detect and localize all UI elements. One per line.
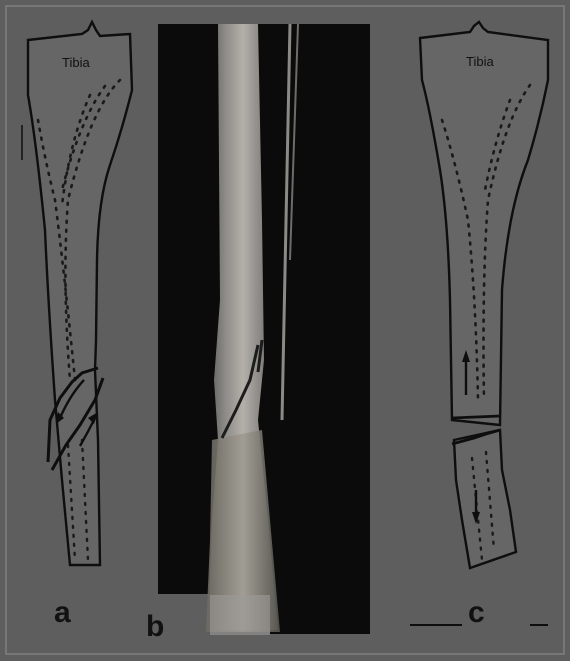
- panel-label-c: c: [468, 596, 485, 629]
- bone-label-c: Tibia: [466, 54, 494, 69]
- panel-b: b: [146, 24, 370, 643]
- xray-lower-strip: [270, 594, 370, 634]
- panel-label-b: b: [146, 610, 164, 643]
- bone-label-a: Tibia: [62, 55, 90, 70]
- panel-label-a: a: [54, 596, 71, 629]
- xray-distal-highlight: [210, 595, 270, 635]
